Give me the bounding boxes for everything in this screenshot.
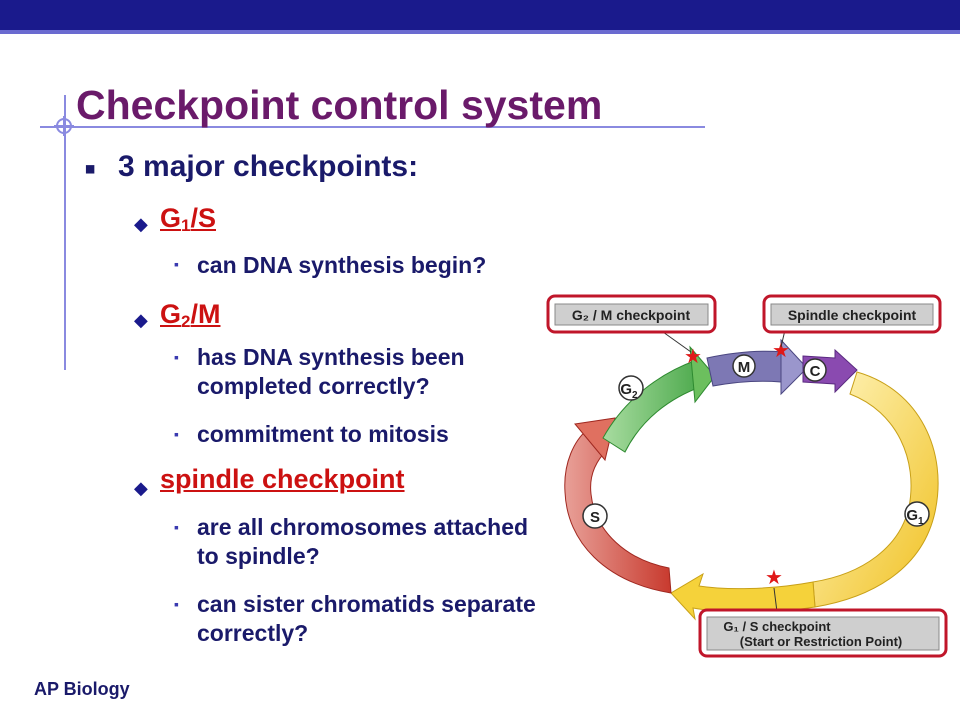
slide-title: Checkpoint control system <box>76 82 603 128</box>
g1-phase-label: G1 <box>906 507 924 527</box>
spindle-detail: can sister chromatids separate correctly… <box>197 591 536 646</box>
diamond-bullet-icon: ◆ <box>134 310 148 330</box>
g2-phase-label: G2 <box>620 381 638 401</box>
crosshair-icon <box>54 116 74 136</box>
s-phase-band <box>564 429 672 594</box>
square-bullet-icon: ▪ <box>84 150 97 188</box>
c-phase-label: C <box>810 363 821 380</box>
g2m-detail: commitment to mitosis <box>197 421 449 447</box>
spindle-detail: are all chromosomes attached to spindle? <box>197 514 529 569</box>
g1s-detail: can DNA synthesis begin? <box>197 252 487 278</box>
g2-phase-band <box>602 359 704 453</box>
decor-horizontal-line <box>40 126 705 128</box>
main-bullet: 3 major checkpoints: <box>118 150 419 183</box>
checkpoint-g1s-heading: G1/S <box>160 203 216 235</box>
g1s-checkpoint-label: G₁ / S checkpoint <box>723 619 831 634</box>
g1s-checkpoint-star-icon: ★ <box>765 567 783 589</box>
top-banner-stripe <box>0 30 960 34</box>
g2m-checkpoint-label: G₂ / M checkpoint <box>572 307 691 323</box>
square-bullet-icon: ▪ <box>174 519 179 535</box>
spindle-checkpoint-star-icon: ★ <box>772 340 790 362</box>
top-banner <box>0 0 960 30</box>
spindle-checkpoint-label: Spindle checkpoint <box>788 307 917 323</box>
m-phase-label: M <box>738 359 751 376</box>
square-bullet-icon: ▪ <box>174 349 179 365</box>
s-phase-label: S <box>590 509 600 526</box>
g2m-detail: has DNA synthesis been completed correct… <box>197 344 465 399</box>
g2m-checkpoint-star-icon: ★ <box>684 346 702 368</box>
square-bullet-icon: ▪ <box>174 596 179 612</box>
diamond-bullet-icon: ◆ <box>134 478 148 498</box>
cell-cycle-diagram: M C G2 S G1 ★ ★ ★ G₂ / M checkpoint Spin… <box>546 294 948 658</box>
g1-phase-band <box>812 371 939 608</box>
diamond-bullet-icon: ◆ <box>134 214 148 234</box>
checkpoint-g2m-heading: G2/M <box>160 299 221 331</box>
decor-vertical-line <box>64 95 66 370</box>
m-phase-arrowhead <box>780 338 808 396</box>
square-bullet-icon: ▪ <box>174 256 179 272</box>
footer-label: AP Biology <box>34 679 130 699</box>
checkpoint-spindle-heading: spindle checkpoint <box>160 464 405 494</box>
square-bullet-icon: ▪ <box>174 426 179 442</box>
g2-phase-arrowhead <box>689 345 716 404</box>
g1s-checkpoint-sublabel: (Start or Restriction Point) <box>740 634 903 649</box>
